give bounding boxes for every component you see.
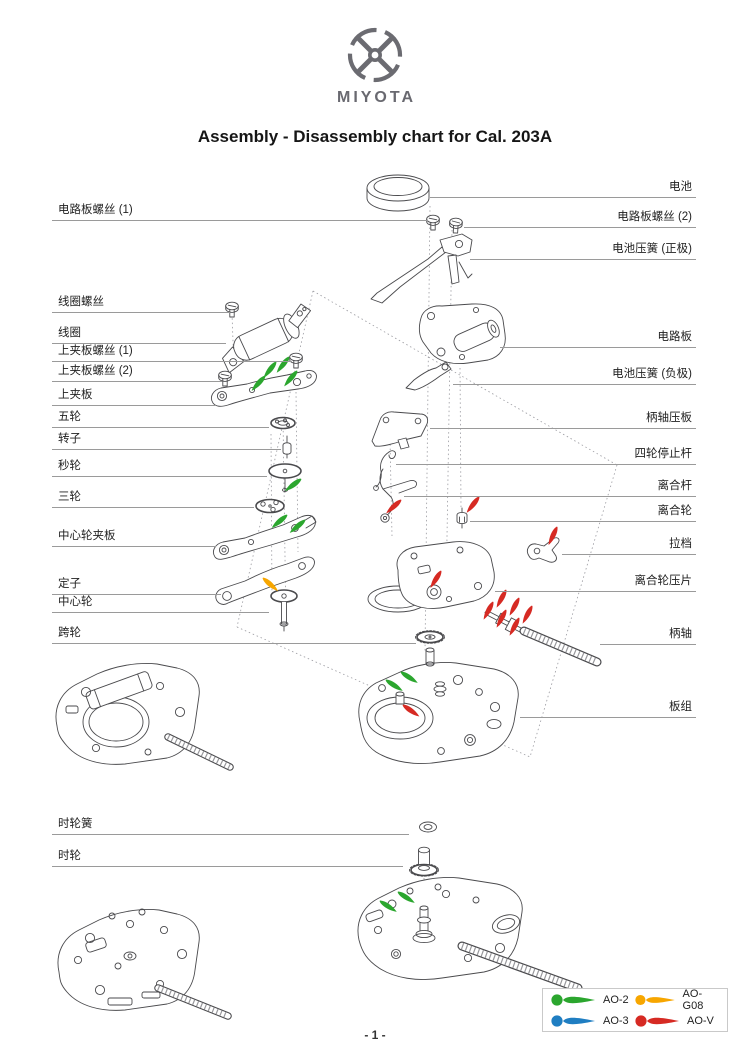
coil-drawing bbox=[222, 303, 312, 374]
circuit-board-drawing bbox=[418, 303, 506, 364]
circuit-board-screws-drawing bbox=[426, 214, 463, 234]
legend-item-label: AO-3 bbox=[603, 1014, 629, 1027]
center-wheel-drawing bbox=[270, 589, 298, 632]
brand-name: MIYOTA bbox=[336, 89, 417, 106]
page-title: Assembly - Disassembly chart for Cal. 20… bbox=[197, 127, 553, 146]
miyota-logo-icon bbox=[347, 27, 403, 83]
assembled-movement-bottom-drawing bbox=[57, 908, 232, 1020]
hour-wheel-drawing bbox=[409, 846, 439, 877]
clutch-lever-drawing bbox=[379, 468, 418, 523]
oil-marker-icon bbox=[635, 994, 675, 1005]
oil-marker-icon bbox=[635, 1014, 679, 1027]
legend-item-ao-2: AO-2 bbox=[551, 992, 635, 1008]
stem-pressure-plate-drawing bbox=[371, 411, 429, 450]
assembled-movement-right-drawing bbox=[357, 877, 583, 993]
rotor-drawing bbox=[282, 435, 292, 459]
legend-item-ao-3: AO-3 bbox=[551, 1013, 635, 1029]
center-wheel-bridge-drawing bbox=[212, 514, 317, 560]
page-number: - 1 - bbox=[364, 1028, 386, 1042]
legend-item-label: AO-2 bbox=[603, 993, 629, 1006]
brand-logo: MIYOTA bbox=[0, 26, 750, 107]
battery-drawing bbox=[366, 174, 430, 212]
third-wheel-drawing bbox=[255, 498, 285, 514]
setting-lever-drawing bbox=[526, 537, 560, 563]
second-wheel-drawing bbox=[268, 463, 302, 493]
oil-marker-icon bbox=[551, 993, 595, 1006]
train-plate-drawing bbox=[367, 541, 495, 613]
legend-item-label: AO-G08 bbox=[682, 987, 704, 1012]
clutch-wheel-drawing bbox=[456, 507, 468, 529]
minute-wheel-drawing bbox=[415, 630, 445, 644]
coil-screw-drawing bbox=[225, 301, 239, 318]
main-plate-drawing bbox=[358, 647, 519, 764]
assembled-movement-top-drawing bbox=[55, 663, 234, 771]
legend-item-ao-g08: AO-G08 bbox=[635, 988, 719, 1012]
battery-spring-negative-drawing bbox=[405, 361, 452, 391]
fourth-wheel-stop-lever-drawing bbox=[373, 450, 396, 491]
legend-item-label: AO-V bbox=[687, 1014, 714, 1027]
fifth-wheel-drawing bbox=[270, 416, 296, 430]
battery-spring-positive-drawing bbox=[370, 233, 473, 304]
legend-item-ao-v: AO-V bbox=[635, 1013, 719, 1029]
hour-wheel-spring-drawing bbox=[419, 821, 437, 833]
oil-marker-icon bbox=[551, 1014, 595, 1027]
